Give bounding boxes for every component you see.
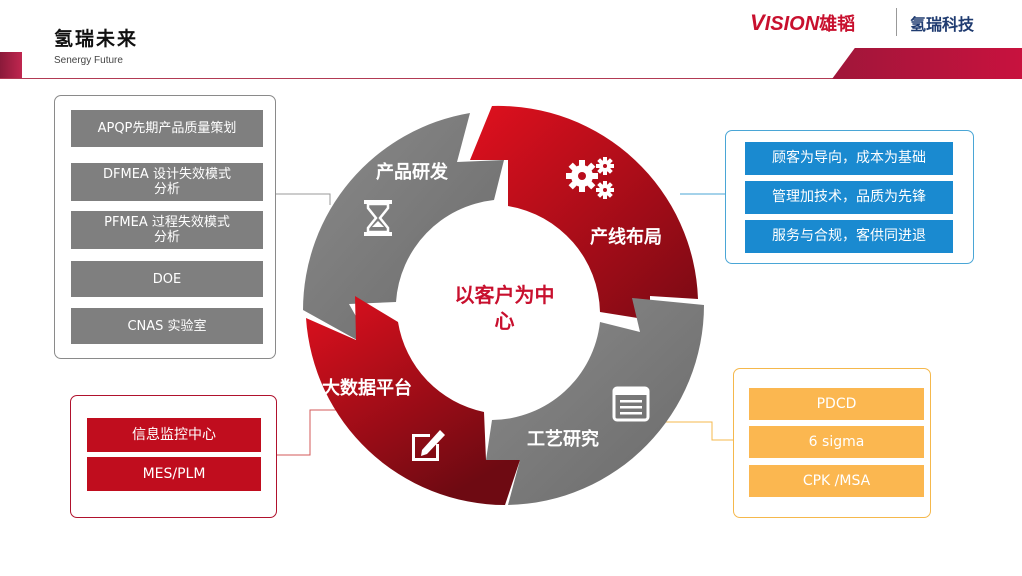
page-subtitle: Senergy Future — [54, 55, 123, 66]
gears-icon — [566, 157, 614, 199]
center-label-line2: 心 — [494, 309, 515, 333]
vision-logo-v: V — [750, 10, 765, 35]
rd-item-pfmea-line1: PFMEA 过程失效模式 — [104, 215, 230, 230]
rd-item-doe-text: DOE — [152, 271, 182, 287]
line-item-1: 顾客为导向，成本为基础 — [745, 142, 953, 175]
right-accent-bar — [832, 48, 1022, 79]
document-list-icon — [612, 386, 650, 422]
rd-item-dfmea-line1: DFMEA 设计失效模式 — [103, 167, 231, 182]
segment-line — [470, 105, 698, 320]
left-accent-bar — [0, 52, 22, 78]
edit-icon — [412, 430, 445, 461]
page-title: 氢瑞未来 — [54, 28, 139, 50]
rd-item-dfmea-line2: 分析 — [153, 182, 180, 197]
vision-logo-text: ISION — [764, 13, 820, 35]
process-item-2: 6 sigma — [749, 426, 924, 458]
rd-item-dfmea: DFMEA 设计失效模式分析 — [71, 163, 263, 201]
hourglass-icon — [364, 200, 392, 236]
line-item-2: 管理加技术，品质为先锋 — [745, 181, 953, 214]
line-item-3: 服务与合规，客供同进退 — [745, 220, 953, 253]
center-label-line1: 以客户为中 — [454, 283, 555, 307]
company-logo-text: 氢瑞科技 — [910, 15, 975, 34]
connector-process — [662, 421, 733, 441]
rd-item-apqp-text: APQP先期产品质量策划 — [97, 121, 237, 136]
vision-logo: VISION雄韬 — [750, 10, 855, 36]
segment-rd-label: 产品研发 — [376, 162, 448, 183]
process-item-3: CPK /MSA — [749, 465, 924, 497]
rd-item-apqp: APQP先期产品质量策划 — [71, 110, 263, 147]
segment-line-label: 产线布局 — [590, 227, 662, 248]
segment-rd — [303, 113, 504, 350]
bigdata-item-2: MES/PLM — [87, 457, 261, 491]
segment-process-label: 工艺研究 — [527, 429, 599, 450]
segment-bigdata — [306, 296, 520, 505]
header-divider — [0, 78, 840, 79]
rd-item-cnas: CNAS 实验室 — [71, 308, 263, 344]
rd-item-doe: DOE — [71, 261, 263, 297]
rd-item-pfmea-line2: 分析 — [153, 230, 180, 245]
bigdata-panel — [70, 395, 277, 518]
logo-separator — [896, 8, 897, 36]
connector-bigdata — [275, 409, 345, 456]
bigdata-item-1: 信息监控中心 — [87, 418, 261, 452]
process-item-1: PDCD — [749, 388, 924, 420]
center-label: 以客户为中 心 — [432, 282, 577, 334]
rd-item-cnas-text: CNAS 实验室 — [127, 318, 207, 334]
connector-rd — [274, 193, 331, 205]
segment-bigdata-label: 大数据平台 — [322, 378, 412, 399]
segment-process — [486, 298, 704, 505]
rd-item-pfmea: PFMEA 过程失效模式分析 — [71, 211, 263, 249]
vision-logo-cn: 雄韬 — [819, 14, 856, 34]
